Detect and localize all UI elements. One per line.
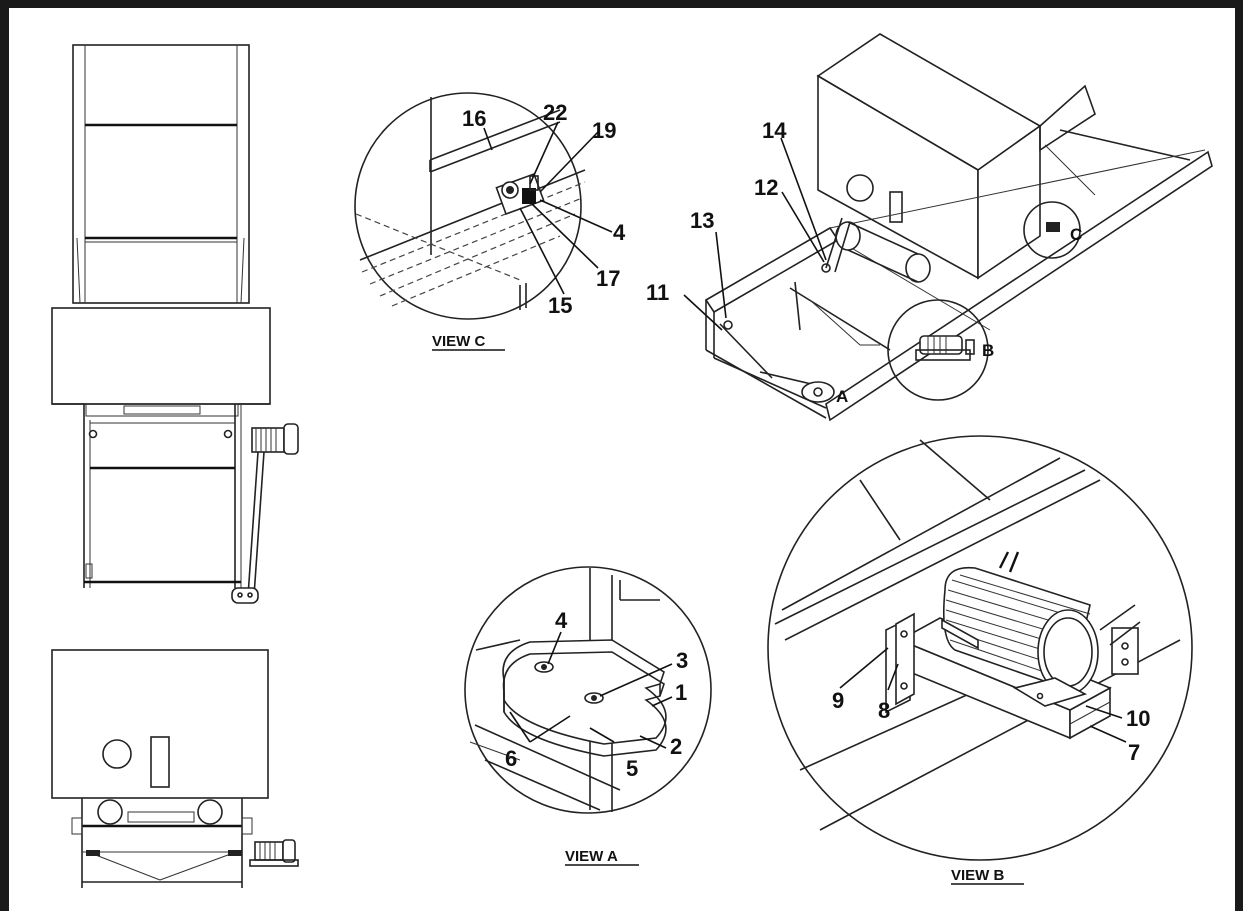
callout-view-c-22: 22	[543, 100, 567, 125]
callout-view-a-6: 6	[505, 746, 517, 771]
view-b-detail	[767, 435, 1193, 861]
detail-marker-b: B	[982, 341, 994, 360]
callout-view-b-8: 8	[878, 698, 890, 723]
leader-lines	[483, 121, 1127, 749]
callout-view-b-7: 7	[1128, 740, 1140, 765]
isometric-view	[704, 33, 1213, 422]
view-c-title: VIEW C	[432, 333, 486, 350]
detail-marker-a: A	[836, 387, 848, 406]
view-a-detail	[464, 566, 712, 814]
callout-view-c-4: 4	[613, 220, 626, 245]
callout-view-a-3: 3	[676, 648, 688, 673]
callout-12: 12	[754, 175, 778, 200]
front-elevation	[51, 44, 299, 604]
callout-view-a-4: 4	[555, 608, 568, 633]
detail-marker-c: C	[1070, 225, 1082, 244]
callout-view-c-17: 17	[596, 266, 620, 291]
side-elevation	[51, 649, 299, 888]
callout-14: 14	[762, 118, 787, 143]
callout-11: 11	[646, 280, 669, 305]
view-b-title: VIEW B	[951, 867, 1005, 884]
callout-view-a-2: 2	[670, 734, 682, 759]
callout-view-a-5: 5	[626, 756, 638, 781]
callout-view-c-15: 15	[548, 293, 572, 318]
view-a-title: VIEW A	[565, 848, 618, 865]
callout-view-c-19: 19	[592, 118, 616, 143]
callout-view-b-9: 9	[832, 688, 844, 713]
callout-view-b-10: 10	[1126, 706, 1150, 731]
callout-13: 13	[690, 208, 714, 233]
callout-view-c-16: 16	[462, 106, 486, 131]
callout-view-a-1: 1	[675, 680, 687, 705]
